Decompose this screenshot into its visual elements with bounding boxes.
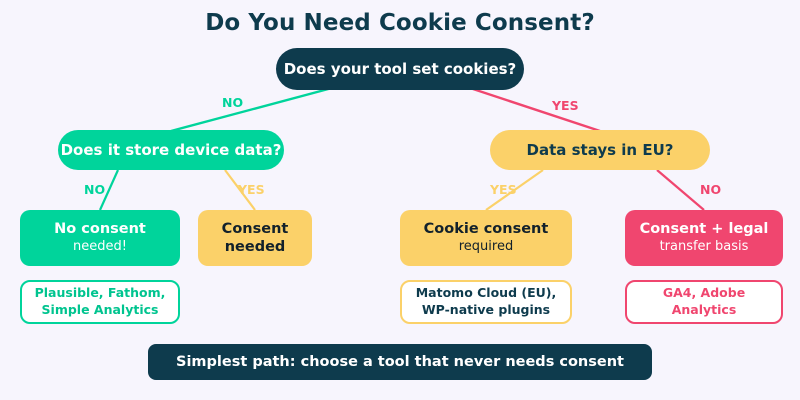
edge-label-eu-no: NO	[700, 182, 722, 197]
footer-banner: Simplest path: choose a tool that never …	[148, 344, 652, 380]
edge-label-device-no: NO	[84, 182, 106, 197]
outcome-cookie-consent-subtitle: required	[458, 239, 514, 255]
outcome-no-consent[interactable]: No consent needed!	[20, 210, 180, 266]
footer-banner-text: Simplest path: choose a tool that never …	[176, 354, 624, 370]
edge-label-device-yes: YES	[238, 182, 265, 197]
examples-chip-green-line2: Simple Analytics	[41, 302, 159, 317]
edge-eu-to-legal	[656, 169, 705, 211]
edge-root-to-device	[170, 86, 333, 133]
examples-chip-green[interactable]: Plausible, Fathom, Simple Analytics	[20, 280, 180, 324]
outcome-consent-needed[interactable]: Consent needed	[198, 210, 312, 266]
decision-node-device-data-label: Does it store device data?	[60, 141, 282, 159]
decision-node-root-label: Does your tool set cookies?	[283, 60, 517, 78]
edge-label-root-no: NO	[222, 95, 244, 110]
decision-node-device-data[interactable]: Does it store device data?	[58, 130, 284, 170]
page-title: Do You Need Cookie Consent?	[205, 10, 595, 36]
edge-root-to-eu	[469, 86, 601, 133]
outcome-no-consent-title: No consent	[54, 220, 146, 237]
edge-label-eu-yes: YES	[490, 182, 517, 197]
examples-chip-amber-line1: Matomo Cloud (EU),	[415, 285, 557, 301]
decision-node-root[interactable]: Does your tool set cookies?	[276, 48, 524, 90]
outcome-consent-needed-title: Consent	[221, 220, 289, 237]
outcome-consent-plus-legal[interactable]: Consent + legal transfer basis	[625, 210, 783, 266]
examples-chip-green-line1: Plausible, Fathom,	[34, 285, 166, 301]
examples-chip-crimson-line2: Analytics	[671, 302, 737, 317]
outcome-consent-plus-legal-subtitle: transfer basis	[659, 239, 749, 255]
examples-chip-amber-line2: WP-native plugins	[421, 302, 551, 317]
examples-chip-crimson-line1: GA4, Adobe	[662, 285, 746, 301]
outcome-cookie-consent[interactable]: Cookie consent required	[400, 210, 572, 266]
decision-node-data-in-eu-label: Data stays in EU?	[526, 141, 674, 159]
decision-node-data-in-eu[interactable]: Data stays in EU?	[490, 130, 710, 170]
outcome-cookie-consent-title: Cookie consent	[423, 220, 549, 237]
outcome-no-consent-subtitle: needed!	[73, 239, 127, 255]
examples-chip-amber[interactable]: Matomo Cloud (EU), WP-native plugins	[400, 280, 572, 324]
edge-label-root-yes: YES	[552, 98, 579, 113]
outcome-consent-needed-subtitle: needed	[224, 239, 286, 255]
outcome-consent-plus-legal-title: Consent + legal	[639, 220, 769, 237]
examples-chip-crimson[interactable]: GA4, Adobe Analytics	[625, 280, 783, 324]
